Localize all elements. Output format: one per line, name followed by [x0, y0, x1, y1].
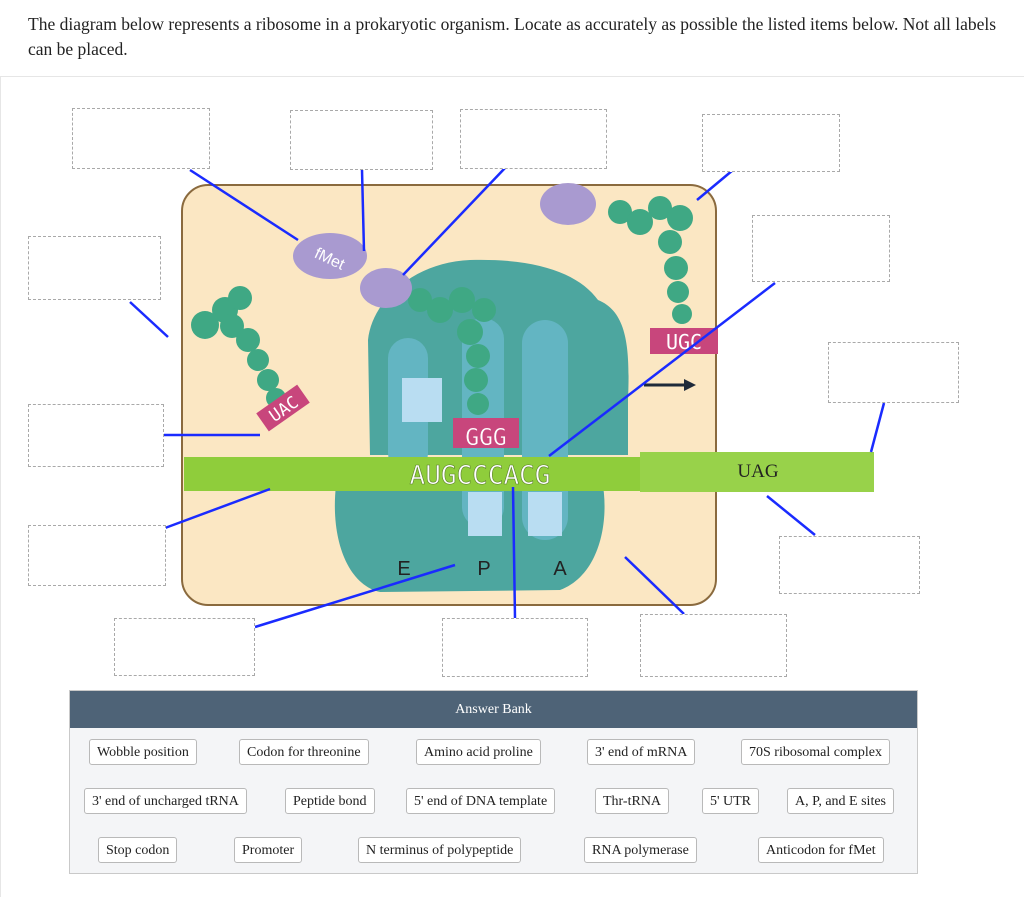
answer-chip-thr-trna[interactable]: Thr-tRNA [595, 788, 670, 814]
site-label-p: P [477, 558, 490, 580]
trna-middle [408, 287, 496, 415]
drop-zone[interactable] [779, 536, 920, 594]
answer-chip-promoter[interactable]: Promoter [234, 837, 303, 863]
trna-left [191, 286, 286, 408]
leader-line [129, 301, 169, 338]
answer-chip-stop-codon[interactable]: Stop codon [98, 837, 178, 863]
answer-chip-70s-ribosomal-complex[interactable]: 70S ribosomal complex [741, 739, 890, 765]
a-site-window [468, 492, 502, 536]
answer-chip-3-end-of-mrna[interactable]: 3' end of mRNA [587, 739, 696, 765]
answer-chip-wobble-position[interactable]: Wobble position [89, 739, 197, 765]
site-label-e: E [397, 558, 410, 580]
answer-chip-peptide-bond[interactable]: Peptide bond [285, 788, 375, 814]
anticodon-box-middle [453, 418, 519, 448]
divider [0, 76, 1024, 77]
leader-line [696, 169, 734, 201]
divider [0, 76, 1, 897]
question-prompt: The diagram below represents a ribosome … [28, 14, 997, 59]
leader-line [624, 556, 685, 615]
leader-line [548, 282, 776, 457]
leader-line [766, 495, 816, 536]
answer-bank: Answer Bank Wobble position Codon for th… [69, 690, 918, 874]
drop-zone[interactable] [28, 404, 164, 467]
drop-zone[interactable] [702, 114, 840, 172]
mrna-sequence: AUGCCCACG [410, 461, 551, 491]
e-site-window [402, 378, 442, 422]
answer-chip-rna-polymerase[interactable]: RNA polymerase [584, 837, 697, 863]
amino-acid-threonine [540, 183, 596, 225]
answer-chip-5-utr[interactable]: 5' UTR [702, 788, 760, 814]
leader-line [402, 167, 506, 276]
drop-zone[interactable] [442, 618, 588, 677]
mrna-3prime-region [640, 452, 874, 492]
answer-chip-5-end-of-dna-template[interactable]: 5' end of DNA template [406, 788, 556, 814]
answer-bank-title: Answer Bank [70, 691, 917, 728]
leader-line [164, 487, 271, 530]
answer-chip-amino-acid-proline[interactable]: Amino acid proline [416, 739, 541, 765]
drop-zone[interactable] [640, 614, 787, 677]
drop-zone[interactable] [828, 342, 959, 403]
drop-zone[interactable] [290, 110, 433, 170]
leader-line [189, 168, 299, 242]
answer-chip-codon-for-threonine[interactable]: Codon for threonine [239, 739, 369, 765]
amino-acid-proline [360, 268, 412, 308]
drop-zone[interactable] [752, 215, 890, 282]
mrna-strand [184, 457, 640, 491]
drop-zone[interactable] [114, 618, 255, 676]
drop-zone[interactable] [28, 525, 166, 586]
direction-arrowhead [684, 379, 696, 391]
leader-line [360, 169, 366, 252]
drop-zone[interactable] [72, 108, 210, 169]
fmet-amino-acid [293, 233, 367, 279]
ribosome-diagram: UAC GGG fMet UGC AUGCCCACG UAG E P A [129, 167, 886, 629]
drop-zone[interactable] [460, 109, 607, 169]
leader-line [511, 486, 517, 619]
a-site-window [528, 492, 562, 536]
anticodon-box-right [650, 328, 718, 354]
site-label-a: A [553, 558, 567, 580]
anticodon-middle: GGG [465, 425, 507, 451]
trna-right [608, 196, 693, 324]
stop-codon-text: UAG [737, 461, 778, 482]
answer-chip-a-p-and-e-sites[interactable]: A, P, and E sites [787, 788, 894, 814]
drop-zone[interactable] [28, 236, 161, 300]
leader-line [869, 402, 886, 453]
leader-line [254, 563, 456, 629]
answer-chip-3-end-of-uncharged-trna[interactable]: 3' end of uncharged tRNA [84, 788, 247, 814]
answer-chip-n-terminus-of-polypeptide[interactable]: N terminus of polypeptide [358, 837, 522, 863]
anticodon-box-left [256, 384, 310, 432]
answer-chip-anticodon-for-fmet[interactable]: Anticodon for fMet [758, 837, 884, 863]
